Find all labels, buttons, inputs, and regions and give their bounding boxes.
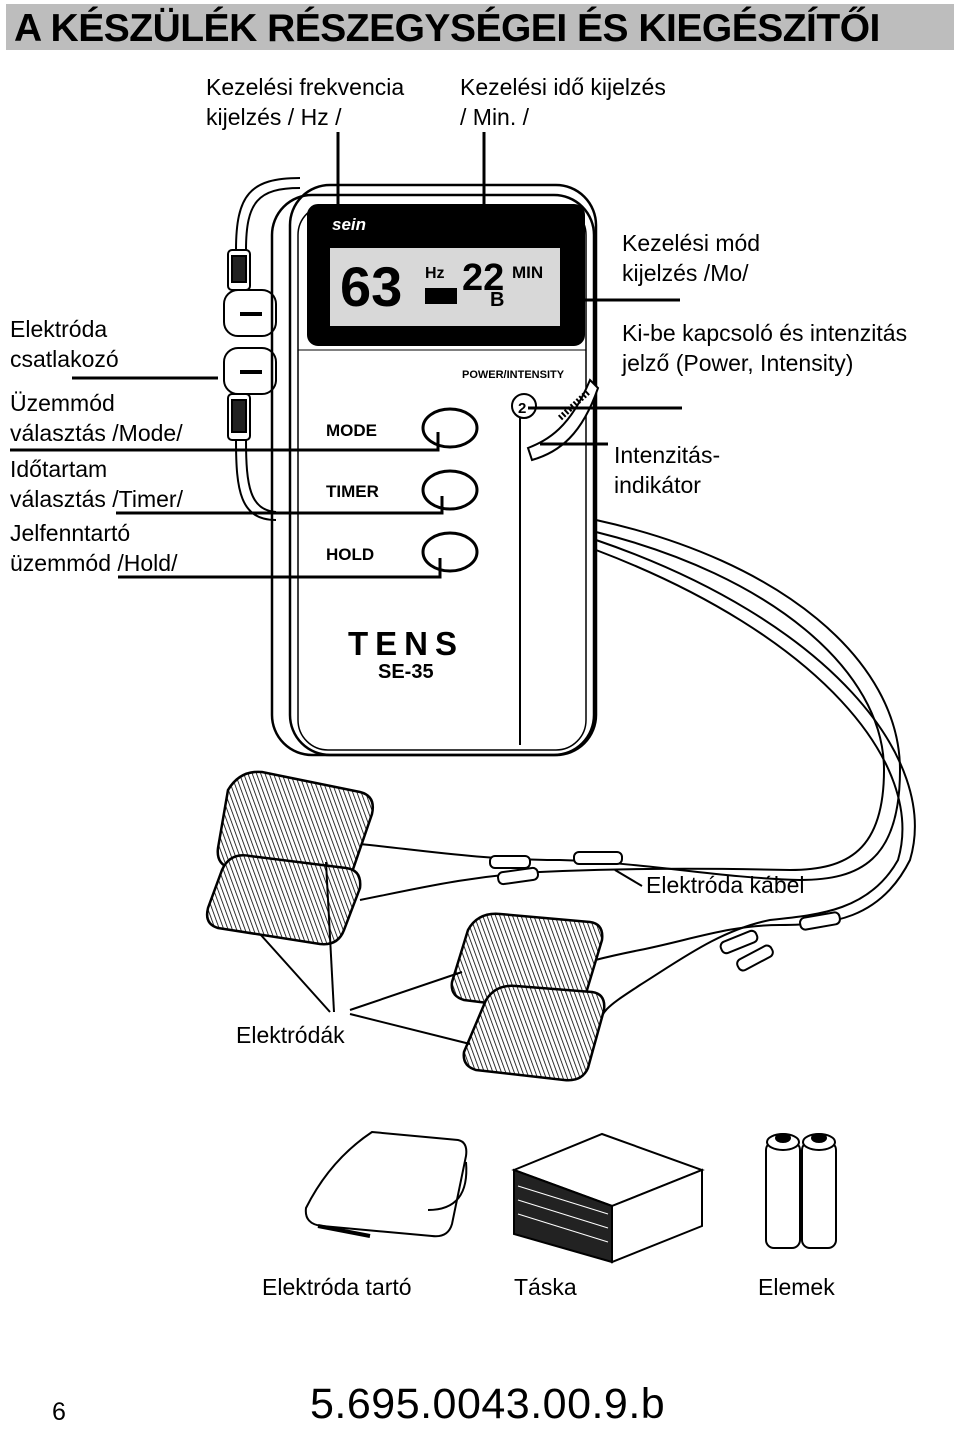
electrode-holder-icon [304, 1130, 468, 1238]
mode-button [421, 407, 479, 449]
timer-select-label: Időtartam választás /Timer/ [10, 456, 183, 512]
document-code: 5.695.0043.00.9.b [310, 1380, 666, 1428]
lcd-hz-unit: Hz [425, 265, 445, 282]
lcd-time-value: 22 [462, 257, 504, 299]
bag-icon [511, 1132, 705, 1264]
page-number: 6 [52, 1398, 66, 1426]
hold-mode-label: Jelfenntartó üzemmód /Hold/ [10, 520, 178, 576]
bag-label: Táska [514, 1274, 577, 1300]
batteries-icon [765, 1133, 837, 1249]
lcd-frequency-value: 63 [340, 255, 402, 318]
model-number: SE-35 [378, 661, 434, 683]
mode-button-label: MODE [326, 421, 377, 440]
power-intensity-label: POWER/INTENSITY [462, 369, 565, 381]
model-name: TENS [348, 625, 464, 662]
page-title: A KÉSZÜLÉK RÉSZEGYSÉGEI ÉS KIEGÉSZÍTŐI [14, 7, 880, 50]
tens-device [270, 183, 598, 757]
hold-button-label: HOLD [326, 545, 374, 564]
mode-select-label: Üzemmód választás /Mode/ [10, 390, 183, 446]
electrode-pad-icon [205, 854, 362, 946]
electrode-pads [205, 770, 606, 1082]
brand-logo: sein [332, 215, 366, 234]
electrode-connector-label: Elektróda csatlakozó [10, 316, 119, 372]
power-intensity-knob: 2 [511, 378, 600, 462]
electrodes-label: Elektródák [236, 1022, 345, 1048]
knob-number: 2 [518, 400, 526, 417]
connector-cables [235, 177, 301, 521]
leader-lines [10, 132, 682, 579]
electrode-pad-icon [462, 984, 606, 1082]
batteries-label: Elemek [758, 1274, 835, 1300]
intensity-indicator-label: Intenzitás- indikátor [614, 442, 721, 498]
lcd-min-unit: MIN [512, 263, 543, 282]
timer-button-label: TIMER [326, 482, 379, 501]
electrode-cable-label: Elektróda kábel [646, 872, 805, 898]
electrode-holder-label: Elektróda tartó [262, 1274, 412, 1300]
frequency-display-label: Kezelési frekvencia kijelzés / Hz / [206, 74, 405, 130]
header-bar: A KÉSZÜLÉK RÉSZEGYSÉGEI ÉS KIEGÉSZÍTŐI [6, 4, 954, 50]
electrode-leader-lines [259, 861, 643, 1045]
lcd-screen [330, 248, 560, 326]
electrode-connector-icon [223, 249, 277, 441]
timer-button [421, 469, 479, 511]
lcd-mode-indicator: B [490, 289, 504, 311]
power-switch-label: Ki-be kapcsoló és intenzitás jelző (Powe… [622, 320, 908, 376]
hold-button [421, 531, 479, 573]
cable-connectors [489, 851, 841, 972]
time-display-label: Kezelési idő kijelzés / Min. / [460, 74, 666, 130]
mode-display-label: Kezelési mód kijelzés /Mo/ [622, 230, 761, 286]
